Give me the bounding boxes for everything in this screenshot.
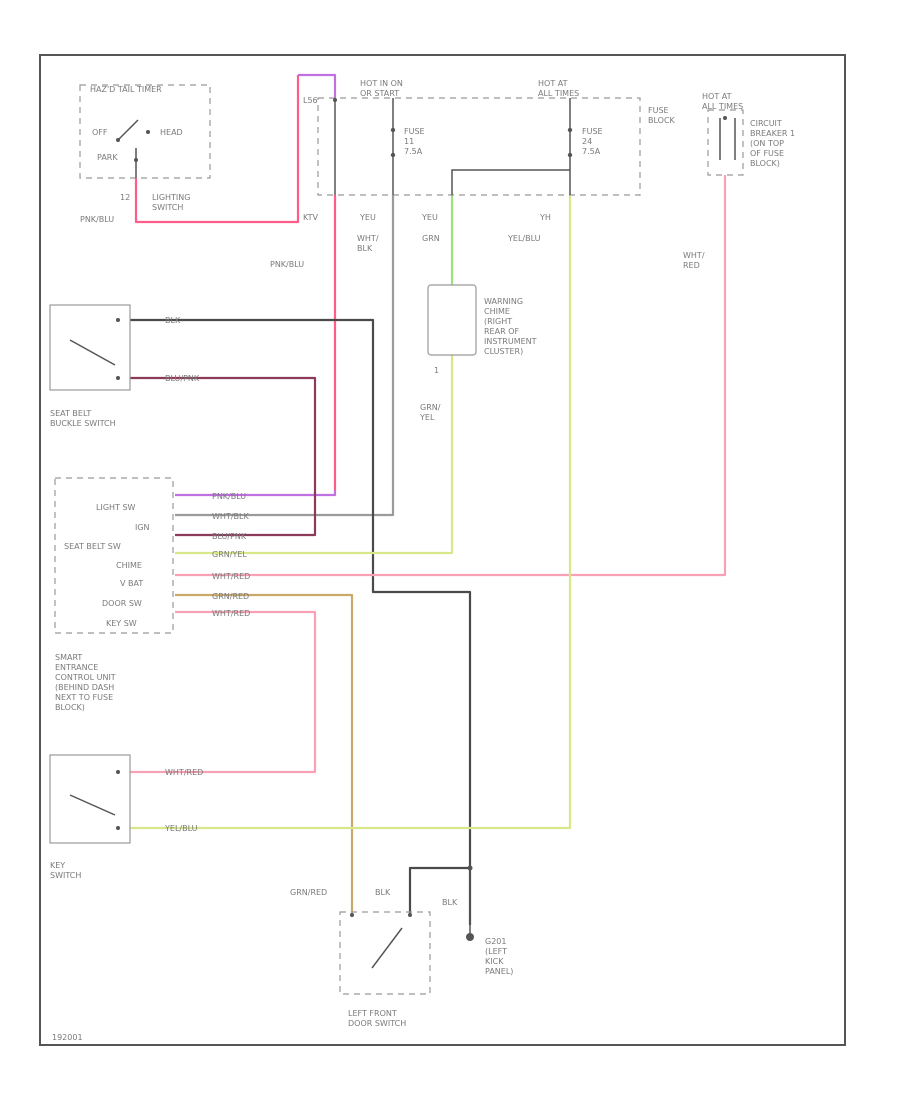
wire-wht-red-label-3: WHT/RED — [165, 768, 203, 777]
blk-label-1: BLK — [165, 316, 181, 325]
circuit-breaker-box — [707, 109, 744, 176]
v-bat-label: V BAT — [120, 579, 143, 588]
door-switch-symbol — [350, 913, 412, 969]
blk-label-3: BLK — [442, 898, 458, 907]
wire-wht-red-key-sw — [130, 610, 317, 774]
off-label: OFF — [92, 128, 108, 137]
diagram-id-label: 192001 — [52, 1033, 83, 1042]
wire-purple-light-sw — [175, 490, 337, 497]
pnk-blu-label-2: PNK/BLU — [270, 260, 304, 269]
light-sw-label: LIGHT SW — [96, 503, 136, 512]
wire-lighting-pnk-blu — [134, 75, 300, 224]
blu-pnk-label-1: BLU/PNK — [165, 374, 200, 383]
head-label: HEAD — [160, 128, 183, 137]
wire-grn-yel-chime — [175, 355, 454, 555]
chime-label: CHIME — [116, 561, 142, 570]
lighting-switch-box — [79, 84, 211, 179]
fuse-11-symbol — [390, 98, 396, 195]
wire-blu-pnk-label: BLU/PNK — [212, 532, 247, 541]
fuse-block-left-bus — [333, 98, 337, 195]
park-label: PARK — [97, 153, 118, 162]
blk-label-2: BLK — [375, 888, 391, 897]
warning-chime-box — [427, 284, 477, 356]
wire-purple-top — [298, 73, 337, 100]
seat-belt-switch-symbol — [69, 318, 120, 380]
wire-grn-yel-label: GRN/YEL — [212, 550, 247, 559]
grn-label: GRN — [422, 234, 440, 243]
grn-yel-label-1: GRN/YEL — [419, 403, 441, 422]
hazard-timer-label: HAZ'D TAIL TIMER — [90, 85, 162, 94]
control-unit-box — [54, 477, 174, 634]
wire-blu-pnk-seat-belt — [130, 376, 317, 537]
door-switch-box — [339, 911, 431, 995]
wire-blk-door-sw — [408, 866, 470, 915]
wire-wht-blk-label: WHT/BLK — [212, 512, 249, 521]
wire-grn-red-label: GRN/RED — [212, 592, 249, 601]
seat-belt-sw-label: SEAT BELT SW — [64, 542, 121, 551]
wht-blk-label: WHT/BLK — [357, 234, 379, 253]
wire-grn-red-door-sw — [175, 593, 354, 915]
pin-yeu-label: YEU — [359, 213, 376, 222]
circuit-breaker-symbol — [719, 116, 736, 160]
wire-wht-blk-ign — [175, 195, 395, 517]
wire-wht-red-label-1: WHT/RED — [212, 572, 250, 581]
pin-ktv-label: KTV — [303, 213, 319, 222]
wire-pnk-blu-label: PNK/BLU — [212, 492, 246, 501]
fuse-pin-left-label: L56 — [303, 96, 318, 105]
wire-yel-blu-key — [130, 195, 572, 830]
pin-12-label: 12 — [120, 193, 130, 202]
key-switch-symbol — [69, 770, 120, 830]
pin-yh-label: YH — [539, 213, 551, 222]
wire-wht-red-label-2: WHT/RED — [212, 609, 250, 618]
wire-blk-seat-belt — [130, 318, 472, 925]
ign-label: IGN — [135, 523, 150, 532]
wire-wht-red-vbat — [175, 175, 727, 577]
door-sw-label: DOOR SW — [102, 599, 142, 608]
diagram-frame — [39, 54, 846, 1046]
key-sw-label: KEY SW — [106, 619, 137, 628]
lighting-switch-symbol — [116, 119, 150, 178]
ground-symbol — [466, 865, 474, 941]
yel-blu-label-1: YEL/BLU — [507, 234, 541, 243]
pnk-blu-label-1: PNK/BLU — [80, 215, 114, 224]
wire-yel-blu-label-2: YEL/BLU — [164, 824, 198, 833]
pin-1-label: 1 — [434, 366, 439, 375]
grn-red-label-2: GRN/RED — [290, 888, 327, 897]
wht-red-label-1: WHT/RED — [683, 251, 705, 270]
pin-yeu-label-2: YEU — [421, 213, 438, 222]
fuse-24-symbol — [451, 98, 573, 195]
